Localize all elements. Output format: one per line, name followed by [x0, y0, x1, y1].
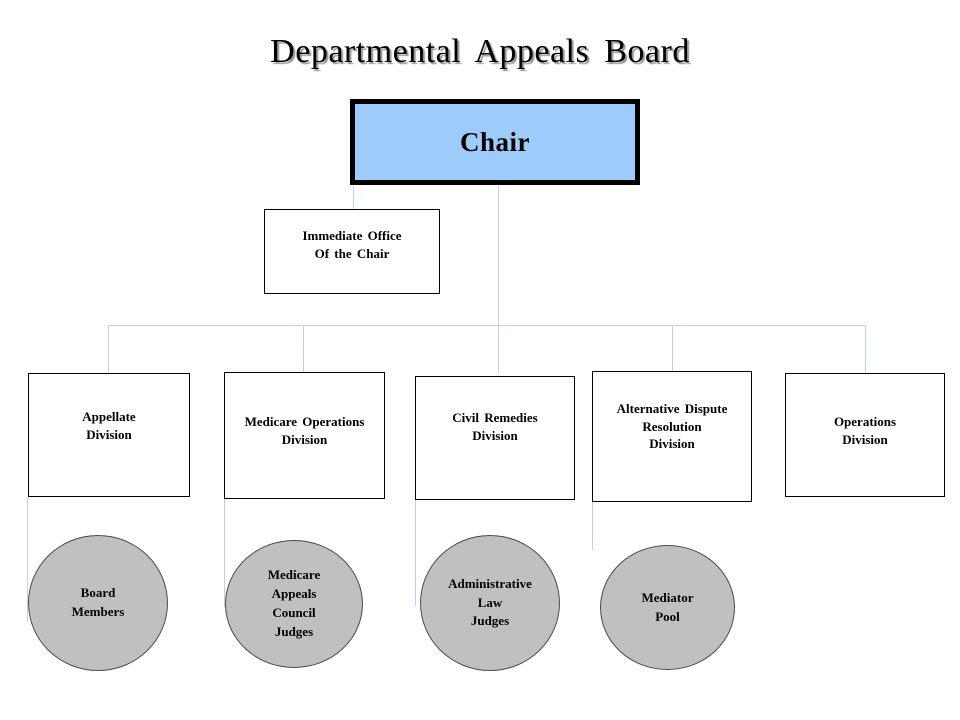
- connector-bus-to-medicare-operations-division: [303, 325, 304, 373]
- node-immediate-office[interactable]: Immediate Office Of the Chair: [264, 209, 440, 294]
- node-board-members-label: Board Members: [71, 585, 125, 619]
- node-alternative-dispute-resolution-division-label: Alternative Dispute Resolution Division: [616, 401, 728, 452]
- node-operations-division-label: Operations Division: [833, 414, 897, 447]
- node-immediate-office-label: Immediate Office Of the Chair: [302, 228, 402, 261]
- node-mediator-pool[interactable]: Mediator Pool: [600, 545, 735, 670]
- connector-horizontal-bus: [108, 325, 866, 326]
- connector-alternative-dispute-resolution-division-to-mediator-pool: [592, 502, 593, 550]
- node-administrative-law-judges-label: Administrative Law Judges: [448, 575, 532, 629]
- node-chair[interactable]: Chair: [350, 99, 640, 185]
- connector-civil-remedies-division-to-administrative-law-judges: [415, 500, 416, 606]
- connector-bus-to-operations-division: [865, 325, 866, 373]
- connector-chair-to-immediate-office: [353, 185, 354, 210]
- node-civil-remedies-division-label: Civil Remedies Division: [452, 410, 538, 443]
- node-chair-label: Chair: [460, 126, 530, 157]
- node-administrative-law-judges[interactable]: Administrative Law Judges: [420, 535, 560, 671]
- connector-bus-to-appellate-division: [108, 325, 109, 373]
- node-appellate-division[interactable]: Appellate Division: [28, 373, 190, 497]
- node-medicare-appeals-council-judges-label: Medicare Appeals Council Judges: [267, 567, 321, 639]
- connector-medicare-operations-division-to-medicare-appeals-council-judges: [224, 499, 225, 607]
- connector-bus-to-civil-remedies-division: [498, 325, 499, 373]
- node-medicare-operations-division-label: Medicare Operations Division: [244, 414, 365, 447]
- page-title: Departmental Appeals Board: [270, 33, 690, 70]
- connector-chair-spine: [498, 185, 499, 325]
- node-medicare-operations-division[interactable]: Medicare Operations Division: [224, 372, 385, 499]
- node-alternative-dispute-resolution-division[interactable]: Alternative Dispute Resolution Division: [592, 371, 752, 502]
- node-appellate-division-label: Appellate Division: [82, 409, 136, 442]
- node-operations-division[interactable]: Operations Division: [785, 373, 945, 497]
- node-civil-remedies-division[interactable]: Civil Remedies Division: [415, 376, 575, 500]
- connector-bus-to-alternative-dispute-resolution-division: [672, 325, 673, 373]
- node-medicare-appeals-council-judges[interactable]: Medicare Appeals Council Judges: [225, 540, 363, 668]
- node-board-members[interactable]: Board Members: [28, 535, 168, 671]
- node-mediator-pool-label: Mediator Pool: [641, 589, 694, 624]
- connector-appellate-division-to-board-members: [27, 497, 28, 622]
